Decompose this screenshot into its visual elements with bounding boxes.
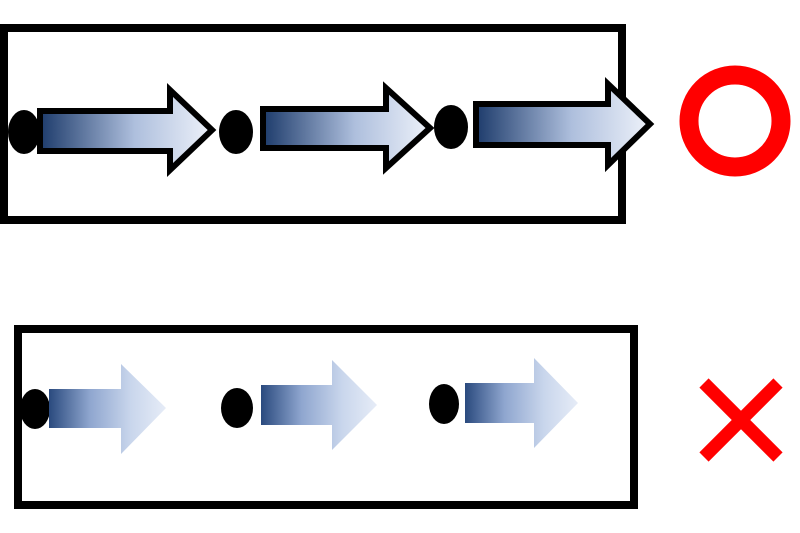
flow-arrow-1 xyxy=(49,364,166,454)
circle-icon xyxy=(679,65,791,177)
cross-icon xyxy=(699,378,783,462)
step-dot-2 xyxy=(219,110,253,154)
flow-arrow-2 xyxy=(261,360,377,450)
flow-arrow-3 xyxy=(465,358,578,448)
step-dot-2 xyxy=(221,388,253,428)
bad-example-frame xyxy=(14,325,638,509)
step-dot-3 xyxy=(429,384,459,424)
step-dot-3 xyxy=(434,105,468,149)
flow-arrow-3 xyxy=(473,77,655,173)
good-example-row xyxy=(0,24,791,224)
flow-arrow-1 xyxy=(37,83,217,177)
bad-example-row xyxy=(14,325,783,509)
flow-arrow-2 xyxy=(260,81,435,175)
step-dot-1 xyxy=(20,389,50,429)
step-dot-1 xyxy=(8,110,40,154)
